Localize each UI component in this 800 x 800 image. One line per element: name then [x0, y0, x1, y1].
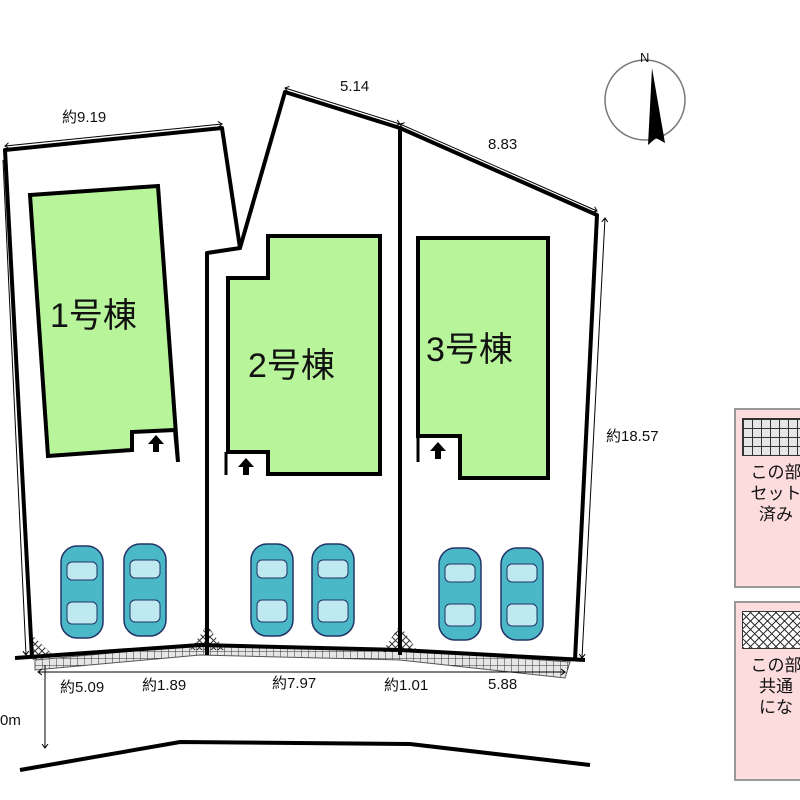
compass-label: N [640, 50, 650, 65]
car-icon [438, 547, 482, 641]
legend-shared: この部 共通 にな [734, 601, 800, 781]
road-edge-top [14, 642, 586, 662]
dim-top-right: 8.83 [488, 136, 518, 153]
entrance-arrows [148, 435, 446, 475]
dim-bottom-5: 5.88 [488, 676, 518, 693]
legend-line: にな [759, 698, 793, 717]
car-icon [250, 543, 294, 637]
dim-bottom-2: 約1.89 [142, 677, 187, 694]
car-icon [311, 543, 355, 637]
crosshatch-pattern-swatch [742, 611, 800, 649]
legend-line: セット [750, 484, 800, 503]
arrow-up-icon [238, 458, 254, 475]
dim-right: 約18.57 [606, 428, 659, 445]
arrow-up-icon [430, 442, 446, 459]
legend-line: 済み [759, 505, 793, 524]
building-1 [27, 183, 180, 463]
legend-line: この部 [750, 463, 800, 482]
dim-bottom-1: 約5.09 [60, 679, 105, 696]
arrow-up-icon [148, 435, 164, 452]
dim-road-width: 0m [0, 712, 21, 729]
dim-top-left: 約9.19 [62, 109, 107, 126]
building-2 [226, 234, 382, 476]
dim-top-mid: 5.14 [340, 78, 370, 95]
building-2-label: 2号棟 [248, 347, 335, 385]
grid-pattern-swatch [742, 418, 800, 456]
dim-bottom-3: 約7.97 [272, 675, 317, 692]
dim-bottom-4: 約1.01 [384, 677, 429, 694]
compass-icon [604, 59, 686, 145]
parking-cars [60, 543, 544, 641]
legend-line: この部 [750, 656, 800, 675]
car-icon [123, 543, 167, 637]
legend-line: 共通 [759, 677, 793, 696]
road-edge-bottom [19, 739, 591, 772]
car-icon [500, 547, 544, 641]
building-1-label: 1号棟 [50, 297, 137, 335]
building-3-label: 3号棟 [426, 331, 513, 369]
legend-setback: この部 セット 済み [734, 408, 800, 588]
car-icon [60, 545, 104, 639]
